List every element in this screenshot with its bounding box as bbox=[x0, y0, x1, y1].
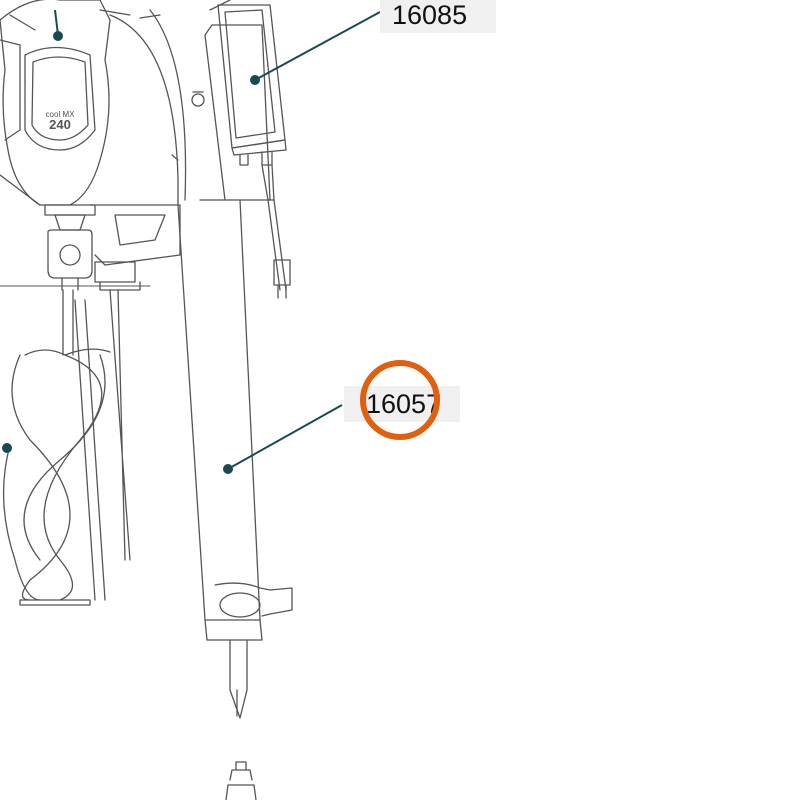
part-number-label-16085: 16085 bbox=[380, 0, 496, 33]
leader-line-3 bbox=[54, 9, 59, 36]
control-box bbox=[209, 0, 291, 299]
mixer-motor-head bbox=[0, 0, 161, 291]
stirrer-paddle bbox=[2, 289, 131, 606]
product-badge-line1: cool MX bbox=[46, 110, 76, 119]
leader-dot-4 bbox=[2, 443, 12, 453]
leader-dot-2 bbox=[223, 464, 233, 474]
bottom-fitting bbox=[225, 761, 257, 800]
main-column bbox=[109, 9, 293, 719]
leader-line-1 bbox=[254, 11, 381, 81]
product-badge-line2: 240 bbox=[49, 117, 71, 132]
part-number-text-16057: 16057 bbox=[366, 389, 442, 419]
leader-dot-3 bbox=[53, 31, 63, 41]
leader-line-2 bbox=[227, 404, 343, 470]
leader-dot-1 bbox=[250, 75, 260, 85]
support-arm bbox=[89, 204, 181, 291]
part-number-label-16057: 16057 bbox=[344, 386, 460, 422]
